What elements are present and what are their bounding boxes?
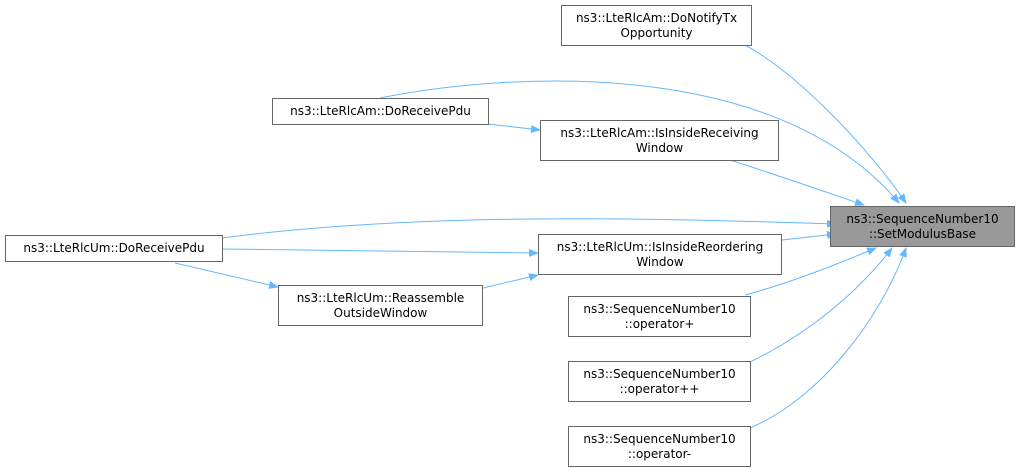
node-line-1: ns3::LteRlcAm::IsInsideReceiving [560, 125, 759, 140]
node-line-2: ::operator+ [624, 316, 695, 331]
node-line-1: ns3::SequenceNumber10 [583, 431, 736, 446]
node-line-1: ns3::LteRlcAm::DoReceivePdu [290, 104, 471, 118]
node-line-2: OutsideWindow [333, 305, 428, 320]
node-lterlcum-isinsidereorderingwindow[interactable]: ns3::LteRlcUm::IsInsideReordering Window [538, 234, 782, 275]
node-lterlcam-isinsidereceivingwindow[interactable]: ns3::LteRlcAm::IsInsideReceiving Window [540, 120, 779, 161]
edge-am-notify-tx-to-target [744, 44, 907, 204]
node-lterlcum-doreceivepdu[interactable]: ns3::LteRlcUm::DoReceivePdu [5, 235, 223, 262]
node-line-2: ::SetModulusBase [868, 226, 977, 241]
edge-um-receive-pdu-to-um-reassemble [174, 262, 279, 289]
node-line-1: ns3::LteRlcUm::IsInsideReordering [556, 239, 764, 254]
node-line-1: ns3::SequenceNumber10 [846, 211, 999, 226]
node-line-2: Opportunity [620, 25, 693, 40]
edge-um-receive-pdu-to-um-inside-reordering [221, 248, 539, 257]
node-sequencenumber10-setmodulusbase: ns3::SequenceNumber10 ::SetModulusBase [830, 206, 1015, 247]
node-sequencenumber10-operator-plus[interactable]: ns3::SequenceNumber10 ::operator+ [568, 296, 751, 337]
node-lterlcum-reassembleoutsidewindow[interactable]: ns3::LteRlcUm::Reassemble OutsideWindow [278, 285, 483, 326]
edge-um-receive-pdu-to-target [221, 218, 837, 239]
edge-um-inside-reordering-to-target [781, 231, 837, 241]
node-line-1: ns3::SequenceNumber10 [583, 366, 736, 381]
edge-op-minus-to-target [749, 247, 907, 429]
edge-am-receive-pdu-to-target [379, 80, 900, 204]
node-sequencenumber10-operator-minus[interactable]: ns3::SequenceNumber10 ::operator- [568, 426, 751, 467]
edge-am-inside-window-to-target [729, 159, 865, 206]
node-lterlcam-doreceivepdu[interactable]: ns3::LteRlcAm::DoReceivePdu [272, 98, 489, 125]
node-sequencenumber10-operator-plusplus[interactable]: ns3::SequenceNumber10 ::operator++ [568, 361, 751, 402]
node-line-1: ns3::SequenceNumber10 [583, 301, 736, 316]
node-line-2: ::operator- [627, 446, 692, 461]
edge-am-receive-pdu-to-am-inside-window [487, 123, 541, 133]
node-line-2: Window [635, 140, 684, 155]
node-lterlcam-donotifytxopportunity[interactable]: ns3::LteRlcAm::DoNotifyTx Opportunity [561, 5, 752, 46]
node-line-1: ns3::LteRlcUm::DoReceivePdu [23, 241, 205, 255]
edge-op-plusplus-to-target [749, 247, 893, 363]
node-line-1: ns3::LteRlcAm::DoNotifyTx [575, 10, 738, 25]
edge-op-plus-to-target [744, 247, 877, 296]
edge-um-reassemble-to-um-inside-reordering [482, 273, 539, 289]
node-line-1: ns3::LteRlcUm::Reassemble [296, 290, 465, 305]
node-line-2: Window [636, 254, 684, 269]
node-line-2: ::operator++ [619, 381, 700, 396]
